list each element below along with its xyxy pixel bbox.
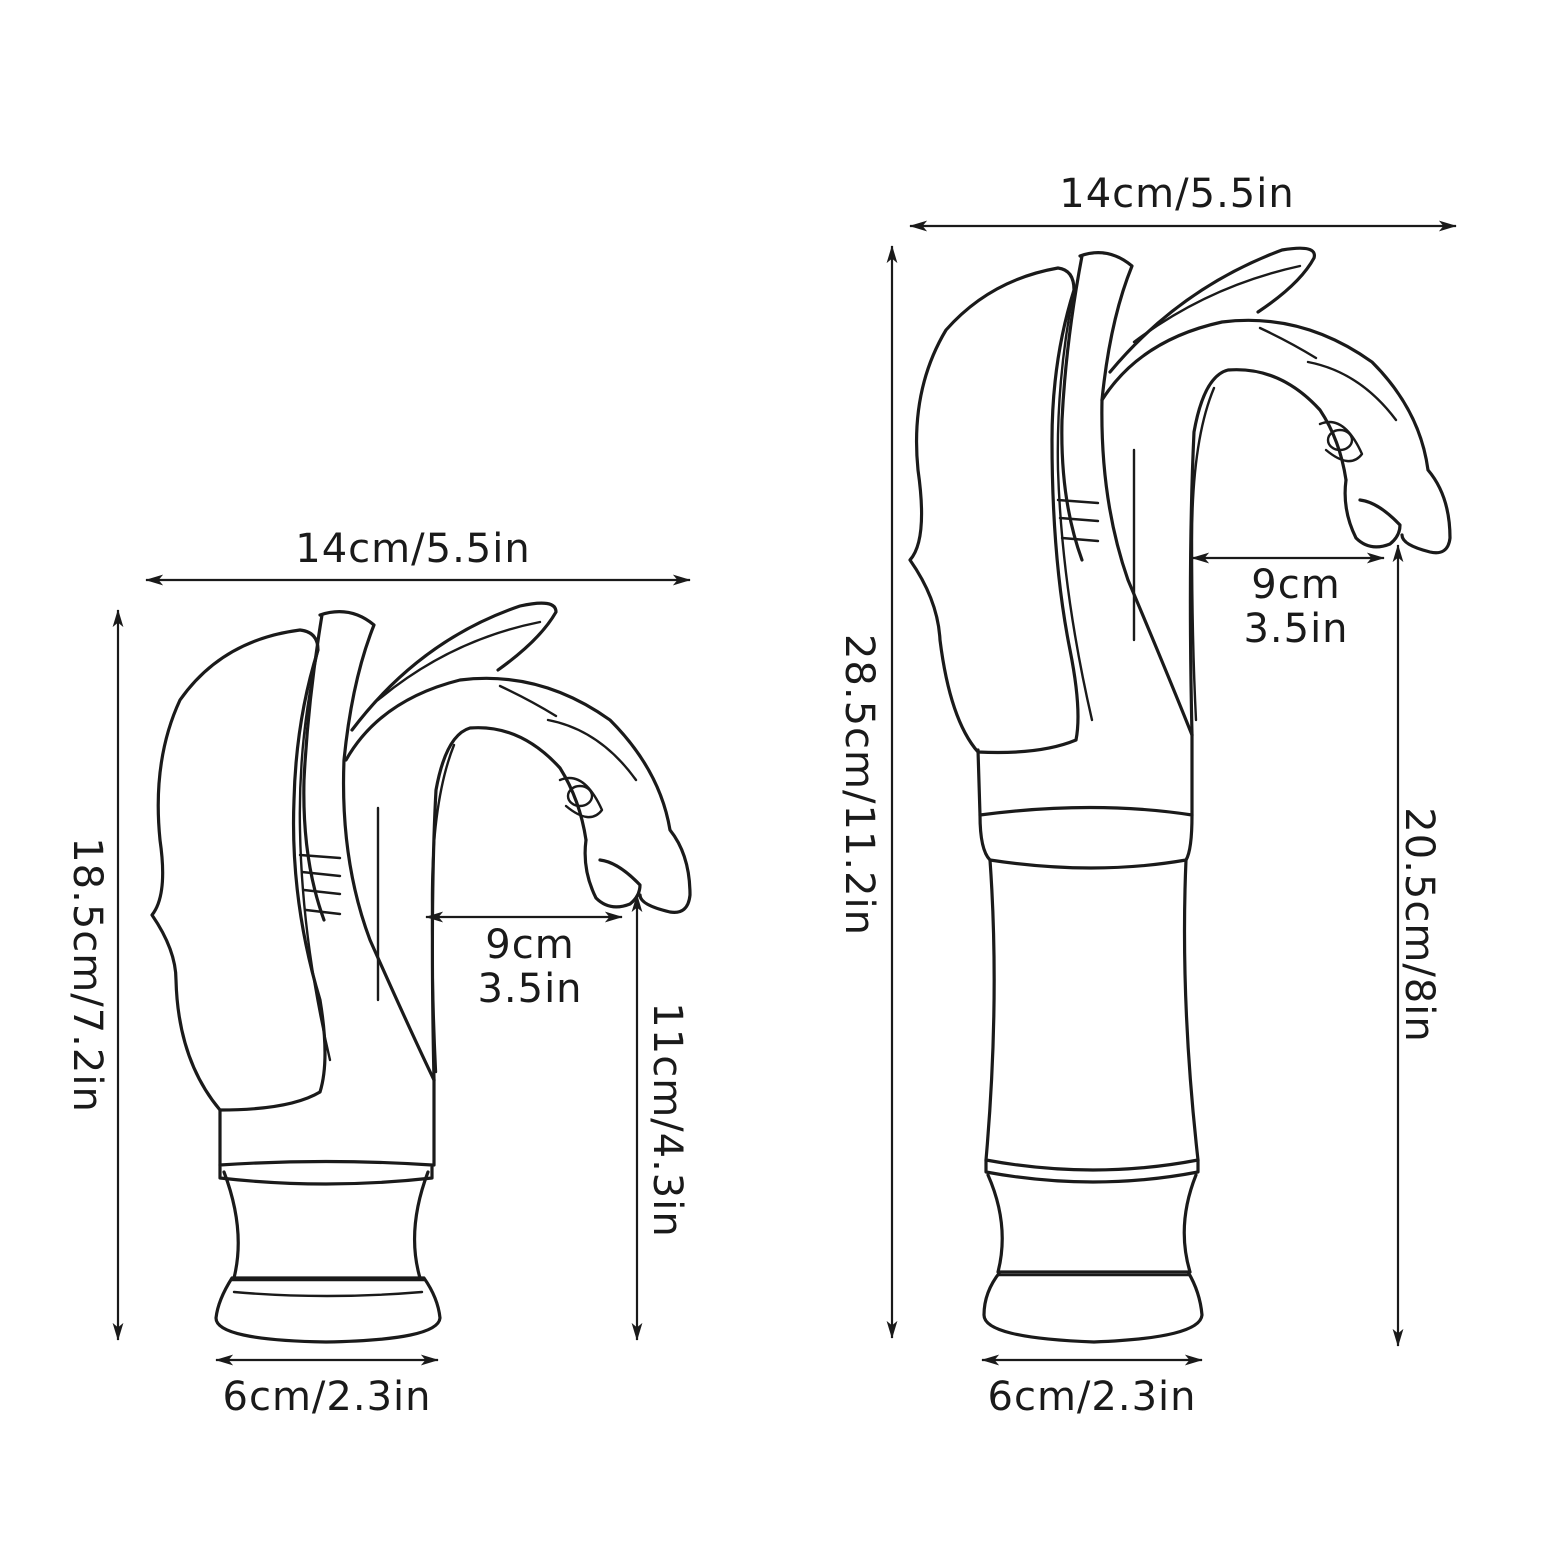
- tall-base-dimension: 6cm/2.3in: [981, 1354, 1203, 1420]
- small-width-dimension: 14cm/5.5in: [145, 526, 691, 586]
- small-height-dimension: 18.5cm/7.2in: [64, 609, 124, 1341]
- tall-reach-in-label: 3.5in: [1243, 606, 1348, 652]
- tall-height-label: 28.5cm/11.2in: [836, 634, 882, 936]
- tall-faucet-drawing: [908, 246, 1452, 1344]
- small-reach-dimension: 9cm 3.5in: [425, 911, 623, 1012]
- tall-spout-height-dimension: 20.5cm/8in: [1392, 544, 1442, 1347]
- small-width-label: 14cm/5.5in: [295, 526, 530, 572]
- small-spout-height-label: 11cm/4.3in: [644, 1002, 690, 1237]
- tall-spout-height-label: 20.5cm/8in: [1396, 807, 1442, 1042]
- small-base-label: 6cm/2.3in: [223, 1374, 432, 1420]
- small-reach-cm-label: 9cm: [485, 922, 574, 968]
- tall-reach-cm-label: 9cm: [1251, 562, 1340, 608]
- small-height-label: 18.5cm/7.2in: [64, 837, 110, 1113]
- tall-height-dimension: 28.5cm/11.2in: [836, 245, 898, 1339]
- tall-base-label: 6cm/2.3in: [988, 1374, 1197, 1420]
- small-spout-height-dimension: 11cm/4.3in: [631, 894, 690, 1341]
- tall-width-label: 14cm/5.5in: [1059, 171, 1294, 217]
- small-base-dimension: 6cm/2.3in: [215, 1354, 439, 1420]
- tall-reach-dimension: 9cm 3.5in: [1191, 552, 1385, 652]
- tall-width-dimension: 14cm/5.5in: [909, 171, 1457, 232]
- small-reach-in-label: 3.5in: [477, 966, 582, 1012]
- small-faucet-drawing: [150, 601, 692, 1344]
